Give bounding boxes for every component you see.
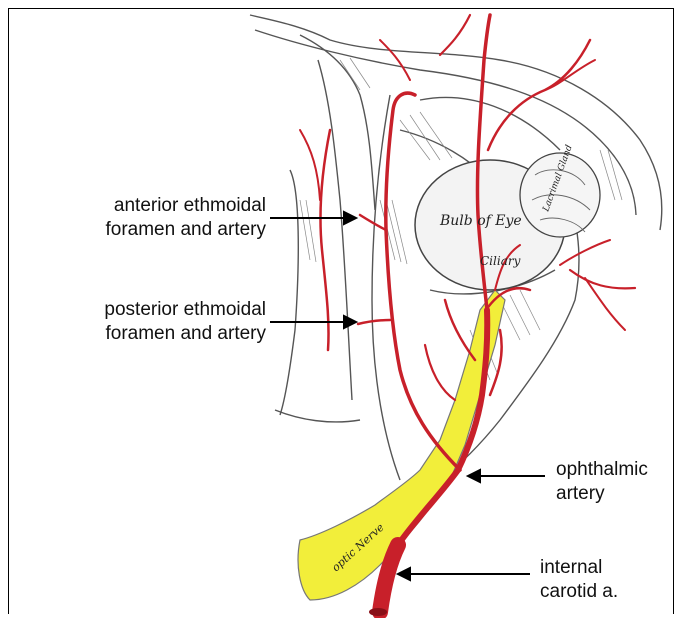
label-line: anterior ethmoidal	[40, 194, 266, 218]
anterior-ethmoidal-label: anterior ethmoidal foramen and artery	[40, 194, 266, 242]
ophthalmic-artery-label: ophthalmic artery	[556, 458, 671, 506]
posterior-ethmoidal-label: posterior ethmoidal foramen and artery	[40, 298, 266, 346]
label-line: ophthalmic	[556, 458, 671, 482]
label-line: foramen and artery	[40, 322, 266, 346]
label-line: carotid a.	[540, 580, 670, 604]
label-line: foramen and artery	[40, 218, 266, 242]
bulb-of-eye-text: Bulb of Eye	[439, 213, 522, 229]
label-line: posterior ethmoidal	[40, 298, 266, 322]
internal-carotid-label: internal carotid a.	[540, 556, 670, 604]
internal-carotid-end	[369, 608, 387, 616]
label-line: artery	[556, 482, 671, 506]
ciliary-text: Ciliary	[480, 254, 521, 268]
label-line: internal	[540, 556, 670, 580]
